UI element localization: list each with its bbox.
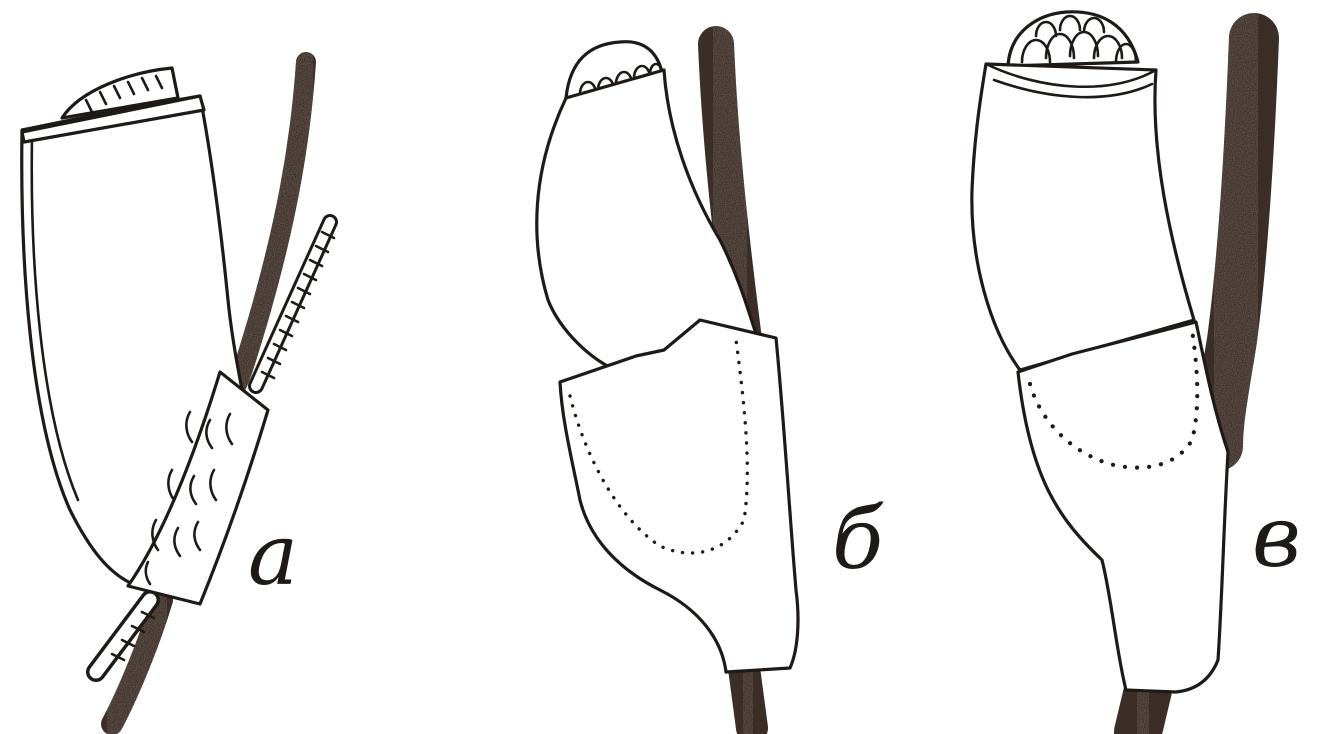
basal-sheath-c	[1018, 322, 1228, 692]
panel-b-label: б	[832, 490, 884, 588]
tentacle-crown-c	[1008, 12, 1138, 66]
panel-a: а	[22, 62, 334, 724]
theca-c	[972, 64, 1194, 370]
basal-sheath-b	[560, 320, 798, 672]
panel-a-label: а	[248, 506, 298, 604]
panel-b: б	[537, 42, 884, 728]
panel-c-label: в	[1252, 488, 1301, 586]
panel-c: в	[972, 12, 1301, 732]
